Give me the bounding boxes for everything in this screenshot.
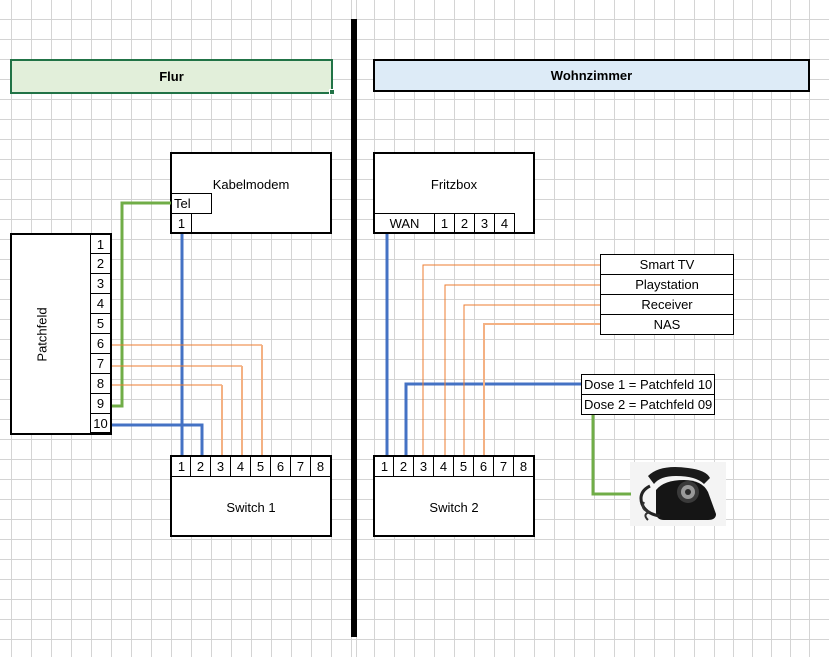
wire-receiver	[463, 304, 600, 455]
wire-dose1-to-switch2-port2	[404, 382, 581, 455]
patchfeld-port-3: 3	[90, 273, 112, 294]
endpoint-nas: NAS	[600, 314, 734, 335]
patchfeld-port-8: 8	[90, 373, 112, 394]
section-header-wohnzimmer: Wohnzimmer	[373, 59, 810, 92]
wire-smarttv	[422, 264, 600, 455]
dose-2: Dose 2 = Patchfeld 09	[581, 394, 715, 415]
wire-nas	[483, 323, 600, 455]
kabelmodem-label: Kabelmodem	[212, 176, 290, 192]
patchfeld-port-7: 7	[90, 353, 112, 374]
switch2-port-8: 8	[513, 455, 535, 477]
switch1-port-4: 4	[230, 455, 251, 477]
room-divider	[351, 19, 357, 637]
switch1-port-8: 8	[310, 455, 332, 477]
section-header-flur[interactable]: Flur	[10, 59, 333, 94]
switch2-port-3: 3	[413, 455, 434, 477]
kabelmodem-port-tel: Tel	[170, 193, 212, 214]
wire-patch9-to-modem-tel	[112, 201, 171, 408]
kabelmodem-port-1: 1	[170, 213, 192, 234]
patchfeld-port-5: 5	[90, 313, 112, 334]
fritzbox-port-wan: WAN	[373, 213, 435, 234]
fritzbox-port-4: 4	[494, 213, 515, 234]
section-title-wohnzimmer: Wohnzimmer	[550, 68, 633, 83]
patchfeld-port-10: 10	[90, 413, 112, 434]
switch2-label: Switch 2	[429, 499, 479, 515]
selection-handle[interactable]	[329, 89, 335, 95]
switch1-port-1: 1	[170, 455, 192, 477]
wire-playstation	[444, 284, 600, 455]
rotary-telephone-icon	[630, 462, 726, 526]
wire-dose2-to-telephone	[591, 415, 631, 496]
switch1-label: Switch 1	[226, 499, 276, 515]
section-title-flur: Flur	[159, 69, 184, 84]
wire-patch10-to-switch1-port2	[112, 423, 204, 455]
dose-1: Dose 1 = Patchfeld 10	[581, 374, 715, 395]
fritzbox-label: Fritzbox	[430, 176, 478, 192]
